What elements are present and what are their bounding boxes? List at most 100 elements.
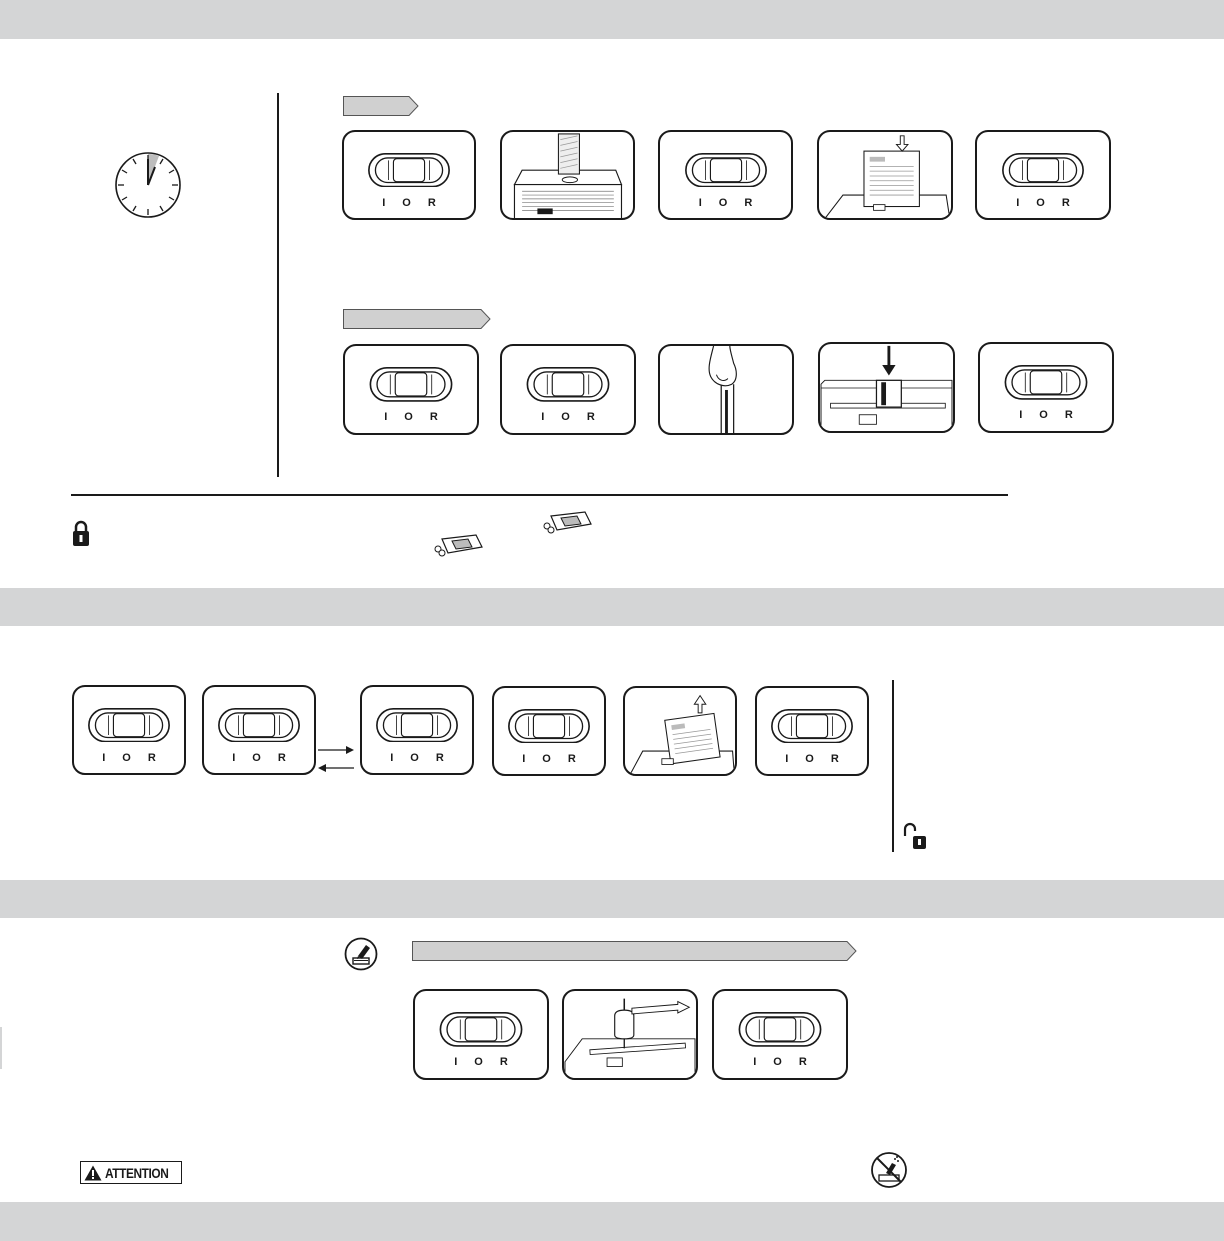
attention-label: ATTENTION [105, 1164, 169, 1181]
warning-triangle-icon [84, 1165, 102, 1180]
lock-switch-icon [541, 510, 593, 534]
rocker-switch-icon [83, 707, 175, 743]
switch-label-on: I [232, 751, 236, 764]
switch-label-reverse: R [567, 752, 576, 765]
switch-label-off: O [1039, 409, 1048, 422]
section-footer-band [0, 1202, 1224, 1241]
rocker-switch-icon [995, 152, 1090, 188]
rocker-switch-icon [678, 152, 772, 188]
switch-label-off: O [561, 411, 570, 424]
rocker-switch-icon [213, 707, 305, 743]
back-and-forth-arrows-icon [316, 742, 356, 774]
switch-label-on: I [1019, 409, 1023, 422]
horizontal-divider [71, 494, 1008, 496]
card-feeding-down-illustration [820, 345, 953, 431]
switch-label-off: O [718, 196, 728, 209]
step-arrow-tab-3 [412, 941, 857, 961]
switch-label-reverse: R [429, 411, 438, 424]
rocker-switch-icon [766, 708, 858, 744]
oiling-panel [562, 989, 698, 1080]
paper-pulling-up-illustration [629, 694, 735, 774]
switch-label-on: I [382, 196, 386, 209]
switch-label-reverse: R [744, 196, 753, 209]
switch-label-on: I [1016, 196, 1020, 209]
section-header-band-2 [0, 588, 1224, 626]
card-insert-panel [818, 342, 955, 433]
rocker-switch-icon [363, 366, 458, 402]
pencil-oil-icon [344, 937, 378, 971]
switch-label-reverse: R [147, 751, 156, 764]
switch-label-reverse: R [1061, 196, 1070, 209]
switch-label-on: I [541, 411, 545, 424]
switch-label-on: I [698, 196, 702, 209]
oil-bottle-over-slot-illustration [564, 998, 696, 1078]
switch-label-off: O [252, 751, 261, 764]
switch-label-on: I [753, 1056, 757, 1069]
switch-label-off: O [805, 752, 814, 765]
rocker-switch-icon [433, 1011, 528, 1047]
switch-label-off: O [122, 751, 131, 764]
paper-removal-panel [623, 686, 737, 776]
switch-label-reverse: R [586, 411, 595, 424]
paper-insert-panel [817, 130, 953, 220]
rocker-switch-icon [732, 1011, 827, 1047]
switch-label-reverse: R [830, 752, 839, 765]
switch-label-reverse: R [499, 1056, 508, 1069]
switch-label-off: O [404, 411, 413, 424]
section-header-band-1 [0, 0, 1224, 39]
switch-label-reverse: R [1064, 409, 1073, 422]
lock-switch-icon [432, 533, 484, 557]
shredder-feeding-paper-illustration [513, 133, 623, 218]
rocker-switch-icon [503, 708, 595, 744]
switch-label-reverse: R [435, 751, 444, 764]
padlock-open-icon [903, 822, 927, 850]
step-arrow-tab-2 [343, 309, 491, 329]
attention-badge: ATTENTION [80, 1161, 182, 1184]
switch-label-on: I [454, 1056, 458, 1069]
rocker-switch-icon [998, 364, 1093, 400]
shredder-paper-panel [500, 130, 635, 220]
switch-label-on: I [384, 411, 388, 424]
clock-icon [114, 151, 182, 219]
switch-label-off: O [402, 196, 411, 209]
switch-label-off: O [474, 1056, 483, 1069]
step-arrow-tab-1 [343, 96, 419, 116]
switch-label-off: O [1036, 196, 1045, 209]
hand-feeding-panel [658, 344, 794, 435]
padlock-closed-icon [72, 519, 90, 547]
paper-feeding-down-illustration [824, 135, 951, 218]
switch-label-reverse: R [427, 196, 436, 209]
switch-label-on: I [390, 751, 394, 764]
switch-label-on: I [102, 751, 106, 764]
switch-label-off: O [542, 752, 551, 765]
switch-label-on: I [522, 752, 526, 765]
rocker-switch-icon [520, 366, 615, 402]
section-header-band-3 [0, 880, 1224, 918]
hand-holding-card-illustration [708, 346, 737, 433]
switch-label-off: O [773, 1056, 782, 1069]
switch-label-on: I [785, 752, 789, 765]
vertical-divider [892, 680, 894, 852]
